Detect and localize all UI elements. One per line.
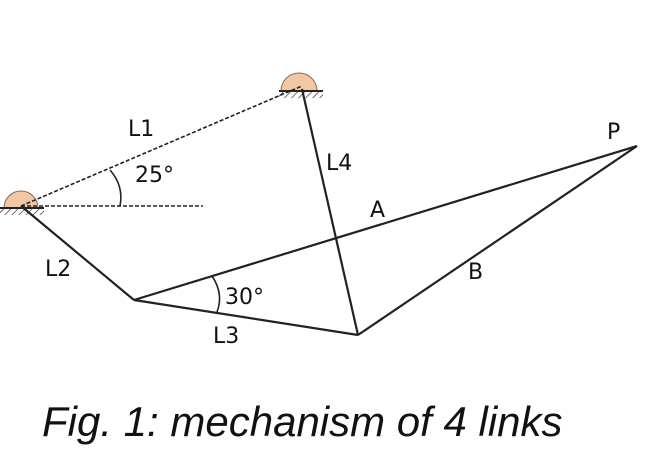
figure-caption: Fig. 1: mechanism of 4 links bbox=[42, 398, 563, 445]
angle-arc-30 bbox=[211, 275, 221, 313]
label-l4: L4 bbox=[326, 151, 352, 176]
label-point-a: A bbox=[370, 198, 385, 223]
link-l4 bbox=[300, 88, 360, 336]
label-point-b: B bbox=[468, 260, 483, 285]
label-angle-25: 25° bbox=[135, 163, 174, 188]
angle-arc-25 bbox=[109, 169, 122, 207]
link-l2 bbox=[20, 205, 135, 301]
label-angle-30: 30° bbox=[225, 285, 264, 310]
link-bp bbox=[357, 145, 638, 336]
label-l1: L1 bbox=[128, 117, 154, 142]
label-point-p: P bbox=[607, 120, 620, 145]
l1-dashed-line bbox=[20, 85, 303, 207]
left-ground-support bbox=[0, 190, 44, 215]
link-l3 bbox=[133, 298, 359, 337]
label-l2: L2 bbox=[45, 257, 71, 282]
link-ap bbox=[133, 144, 638, 302]
label-l3: L3 bbox=[213, 324, 239, 349]
top-ground-support bbox=[279, 72, 323, 98]
